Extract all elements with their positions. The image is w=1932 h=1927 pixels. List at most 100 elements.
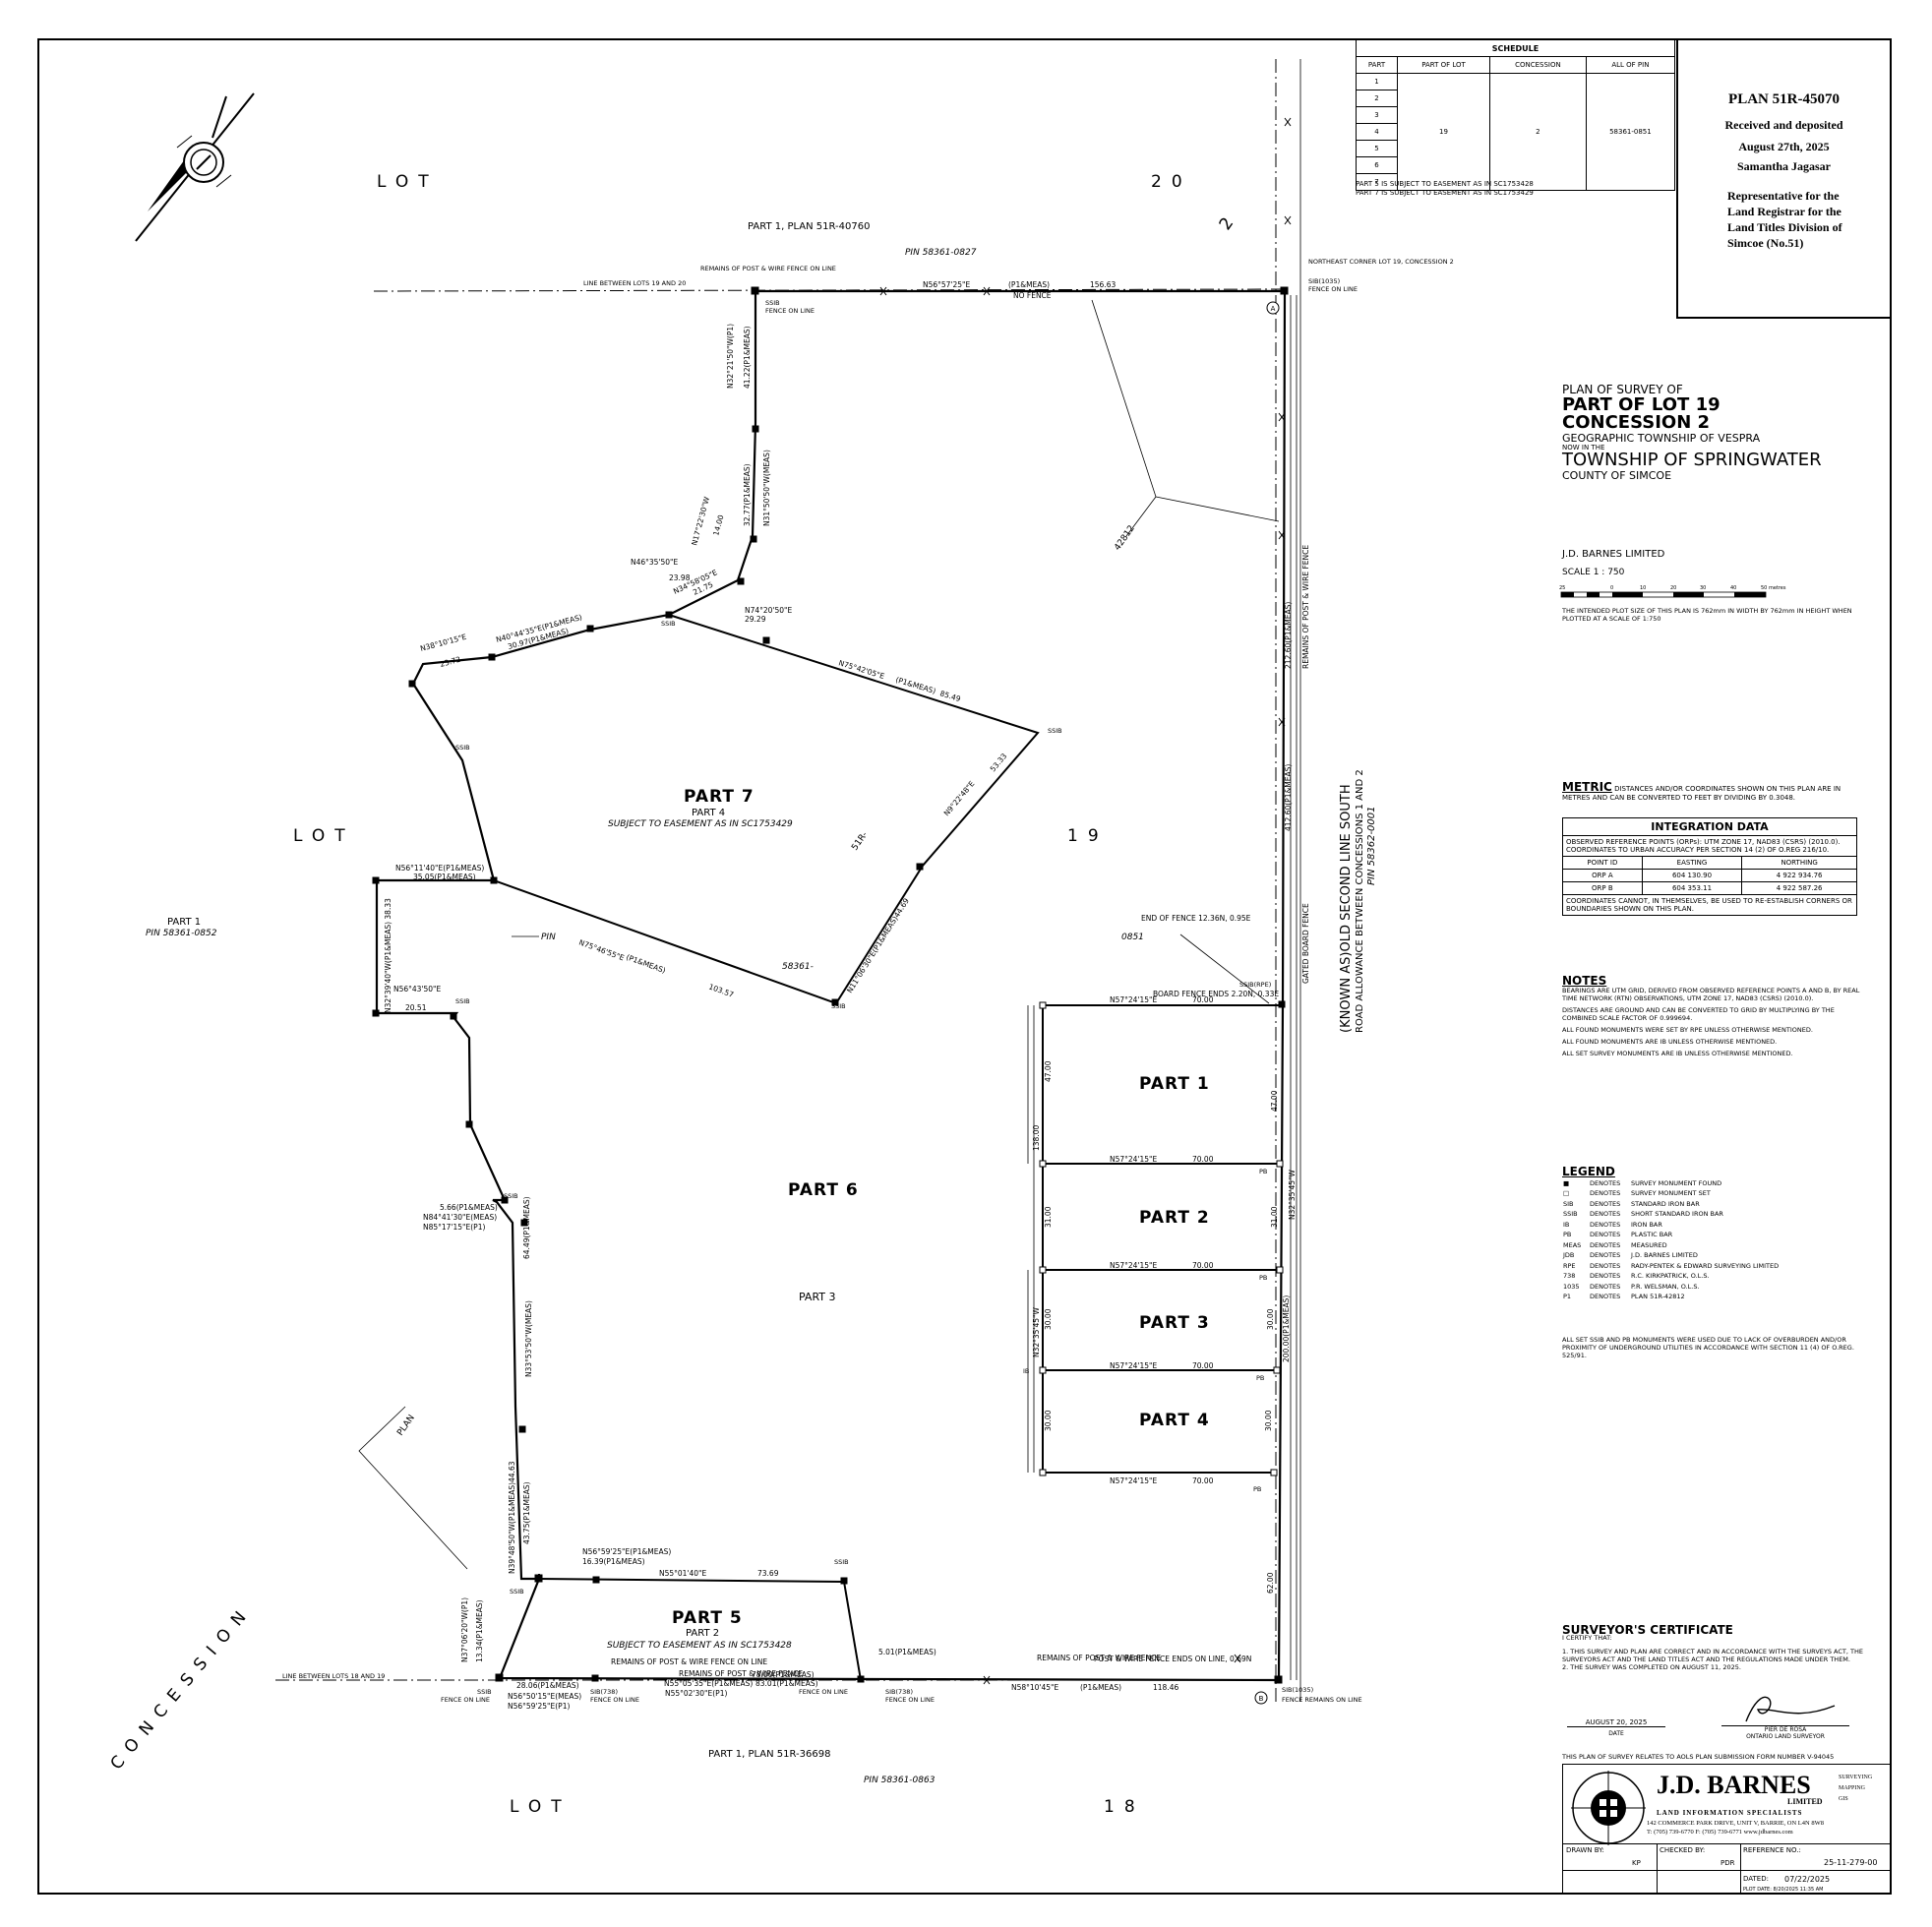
road-pin: PIN 58362-0001 <box>1366 806 1377 885</box>
plan-42812-label: 42812 <box>1113 524 1137 553</box>
certificate-block: SURVEYOR'S CERTIFICATE I CERTIFY THAT: 1… <box>1562 1623 1877 1671</box>
metric-heading: METRIC <box>1562 780 1612 794</box>
sib-1035-south: SIB(1035) <box>1282 1686 1313 1694</box>
received-text: Received and deposited <box>1724 118 1843 132</box>
dim-p4-bearing: N57°24'15"E <box>1110 1361 1158 1370</box>
monument-note: ALL SET SSIB AND PB MONUMENTS WERE USED … <box>1562 1336 1854 1359</box>
schedule-part-1: 1 <box>1355 73 1399 90</box>
north-parcel: PART 1, PLAN 51R-40760 <box>748 221 870 232</box>
dim-n38-dist: 23.72 <box>439 655 461 669</box>
note-3: ALL FOUND MONUMENTS WERE SET BY RPE UNLE… <box>1562 1026 1813 1034</box>
dim-p3-bearing: N57°24'15"E <box>1110 1261 1158 1270</box>
dim-sw2-bearing: N56°50'15"E(MEAS) <box>508 1692 581 1701</box>
dim-sw2-p1: N56°59'25"E(P1) <box>508 1702 570 1711</box>
schedule-header-part: PART <box>1355 56 1399 74</box>
dim-n31-dist: 32.77(P1&MEAS) <box>743 463 752 526</box>
dim-sw-bearing: N55°05'35"E(P1&MEAS) <box>664 1679 753 1688</box>
note-4: ALL FOUND MONUMENTS ARE IB UNLESS OTHERW… <box>1562 1038 1778 1046</box>
dim-n38: N38°10'15"E <box>419 632 467 653</box>
surveyor-title: ONTARIO LAND SURVEYOR <box>1746 1733 1825 1740</box>
plot-date: PLOT DATE: 8/20/2025 11:35 AM <box>1743 1887 1824 1893</box>
schedule-header-concession: CONCESSION <box>1489 56 1587 74</box>
certificate-item-2: 2. THE SURVEY WAS COMPLETED ON AUGUST 11… <box>1562 1663 1741 1671</box>
rep-line-2: Land Registrar for the <box>1727 205 1841 218</box>
registry-signer: Samantha Jagasar <box>1736 159 1831 173</box>
dim-north-dist: 156.63 <box>1090 280 1116 289</box>
schedule-pin: 58361-0851 <box>1585 73 1676 191</box>
part1-label: PART 1 <box>1139 1074 1210 1094</box>
dim-n84-dist: 5.66(P1&MEAS) <box>440 1203 498 1212</box>
orp-b-easting: 604 353.11 <box>1641 881 1743 895</box>
orp-a-easting: 604 130.90 <box>1641 869 1743 882</box>
dim-east-62: 62.00 <box>1266 1572 1275 1594</box>
part7-boundary <box>493 614 1040 1005</box>
plan-label: PLAN <box>395 1414 417 1438</box>
schedule-part-3: 3 <box>1355 106 1399 124</box>
ssib-w-mid: SSIB <box>455 997 470 1005</box>
dim-p1-depth-w: 47.00 <box>1044 1060 1053 1082</box>
part6-sub: PART 3 <box>799 1291 836 1303</box>
service-mapping: MAPPING <box>1839 1785 1866 1791</box>
note-2: DISTANCES ARE GROUND AND CAN BE CONVERTE… <box>1562 1006 1835 1022</box>
title-line-1: PLAN OF SURVEY OF <box>1562 383 1683 396</box>
registry-box: PLAN 51R-45070 Received and deposited Au… <box>1676 38 1892 319</box>
schedule-table: SCHEDULE PART PART OF LOT CONCESSION ALL… <box>1355 39 1676 191</box>
sib-738-b: SIB(738) <box>885 1688 913 1696</box>
certificate-item-1: 1. THIS SURVEY AND PLAN ARE CORRECT AND … <box>1562 1648 1863 1663</box>
dim-w-top-bearing: N56°11'40"E(P1&MEAS) <box>395 864 484 873</box>
dim-n37: N37°06'20"W(P1) <box>460 1597 469 1662</box>
reference-label: REFERENCE NO.: <box>1743 1846 1801 1854</box>
scale-tick-40: 40 <box>1730 585 1736 591</box>
integration-table: INTEGRATION DATA OBSERVED REFERENCE POIN… <box>1562 817 1857 916</box>
pb-1: PB <box>1259 1168 1267 1175</box>
schedule-lot: 19 <box>1397 73 1490 191</box>
fence-on-line-ne: FENCE ON LINE <box>1308 285 1358 293</box>
monuments <box>372 286 1289 1705</box>
dim-n31: N31°50'50"W(MEAS) <box>762 450 771 526</box>
certificate-heading: SURVEYOR'S CERTIFICATE <box>1562 1623 1733 1637</box>
point-b-label: B <box>1259 1695 1264 1703</box>
sib-1035-north: SIB(1035) <box>1308 277 1340 285</box>
schedule-header-lot: PART OF LOT <box>1397 56 1490 74</box>
dim-east-fence: REMAINS OF POST & WIRE FENCE <box>1301 545 1310 669</box>
dim-n74: N74°20'50"E <box>745 606 793 615</box>
surveyor-name: PIER DE ROSA <box>1721 1725 1849 1733</box>
schedule-part-5: 5 <box>1355 140 1399 157</box>
dim-n32-top-dist: 41.22(P1&MEAS) <box>743 326 752 389</box>
pb-2: PB <box>1259 1274 1267 1282</box>
scale-label: SCALE 1 : 750 <box>1562 568 1625 577</box>
schedule-note-1: PART 5 IS SUBJECT TO EASEMENT AS IN SC17… <box>1356 180 1534 188</box>
company-phone: T: (705) 739-6770 F: (705) 739-6771 www.… <box>1647 1829 1793 1836</box>
scale-tick-30: 30 <box>1700 585 1706 591</box>
dim-east-212: 212.60(P1&MEAS) <box>1284 602 1293 669</box>
company-tagline: LAND INFORMATION SPECIALISTS <box>1657 1809 1803 1817</box>
lot-number-20: 20 <box>1151 172 1192 192</box>
service-gis: GIS <box>1839 1796 1848 1802</box>
dim-p3-width: 70.00 <box>1192 1261 1214 1270</box>
concession-label: CONCESSION <box>107 1600 257 1774</box>
dim-p2-bearing: N57°24'15"E <box>1110 1155 1158 1164</box>
schedule-part-4: 4 <box>1355 123 1399 141</box>
title-line-2: PART OF LOT 19 <box>1562 393 1721 415</box>
dim-p4-south-bearing: N57°24'15"E <box>1110 1476 1158 1485</box>
rep-line-1: Representative for the <box>1727 189 1840 203</box>
fence-remains-south: FENCE REMAINS ON LINE <box>1282 1696 1362 1704</box>
integration-header-northing: NORTHING <box>1741 856 1857 870</box>
dim-p5-bearing: N55°01'40"E <box>659 1569 707 1578</box>
aols-line: THIS PLAN OF SURVEY RELATES TO AOLS PLAN… <box>1562 1753 1835 1761</box>
pin-label: PIN <box>541 933 556 942</box>
dim-p5-top-dist: 16.39(P1&MEAS) <box>582 1557 645 1566</box>
part4-label: PART 4 <box>1139 1411 1210 1430</box>
certificate-date-label: DATE <box>1608 1730 1624 1737</box>
part5-sub: PART 2 <box>686 1628 719 1639</box>
integration-footer: COORDINATES CANNOT, IN THEMSELVES, BE US… <box>1562 894 1857 916</box>
dim-w-mid-bearing: N56°43'50"E <box>393 985 442 994</box>
dim-p3-depth-w: 30.00 <box>1044 1308 1053 1330</box>
concession-2-label: 2 <box>1216 206 1243 234</box>
legend-heading: LEGEND <box>1562 1165 1615 1178</box>
dated-value: 07/22/2025 <box>1784 1875 1831 1884</box>
ssib-sw: SSIB <box>477 1688 492 1696</box>
